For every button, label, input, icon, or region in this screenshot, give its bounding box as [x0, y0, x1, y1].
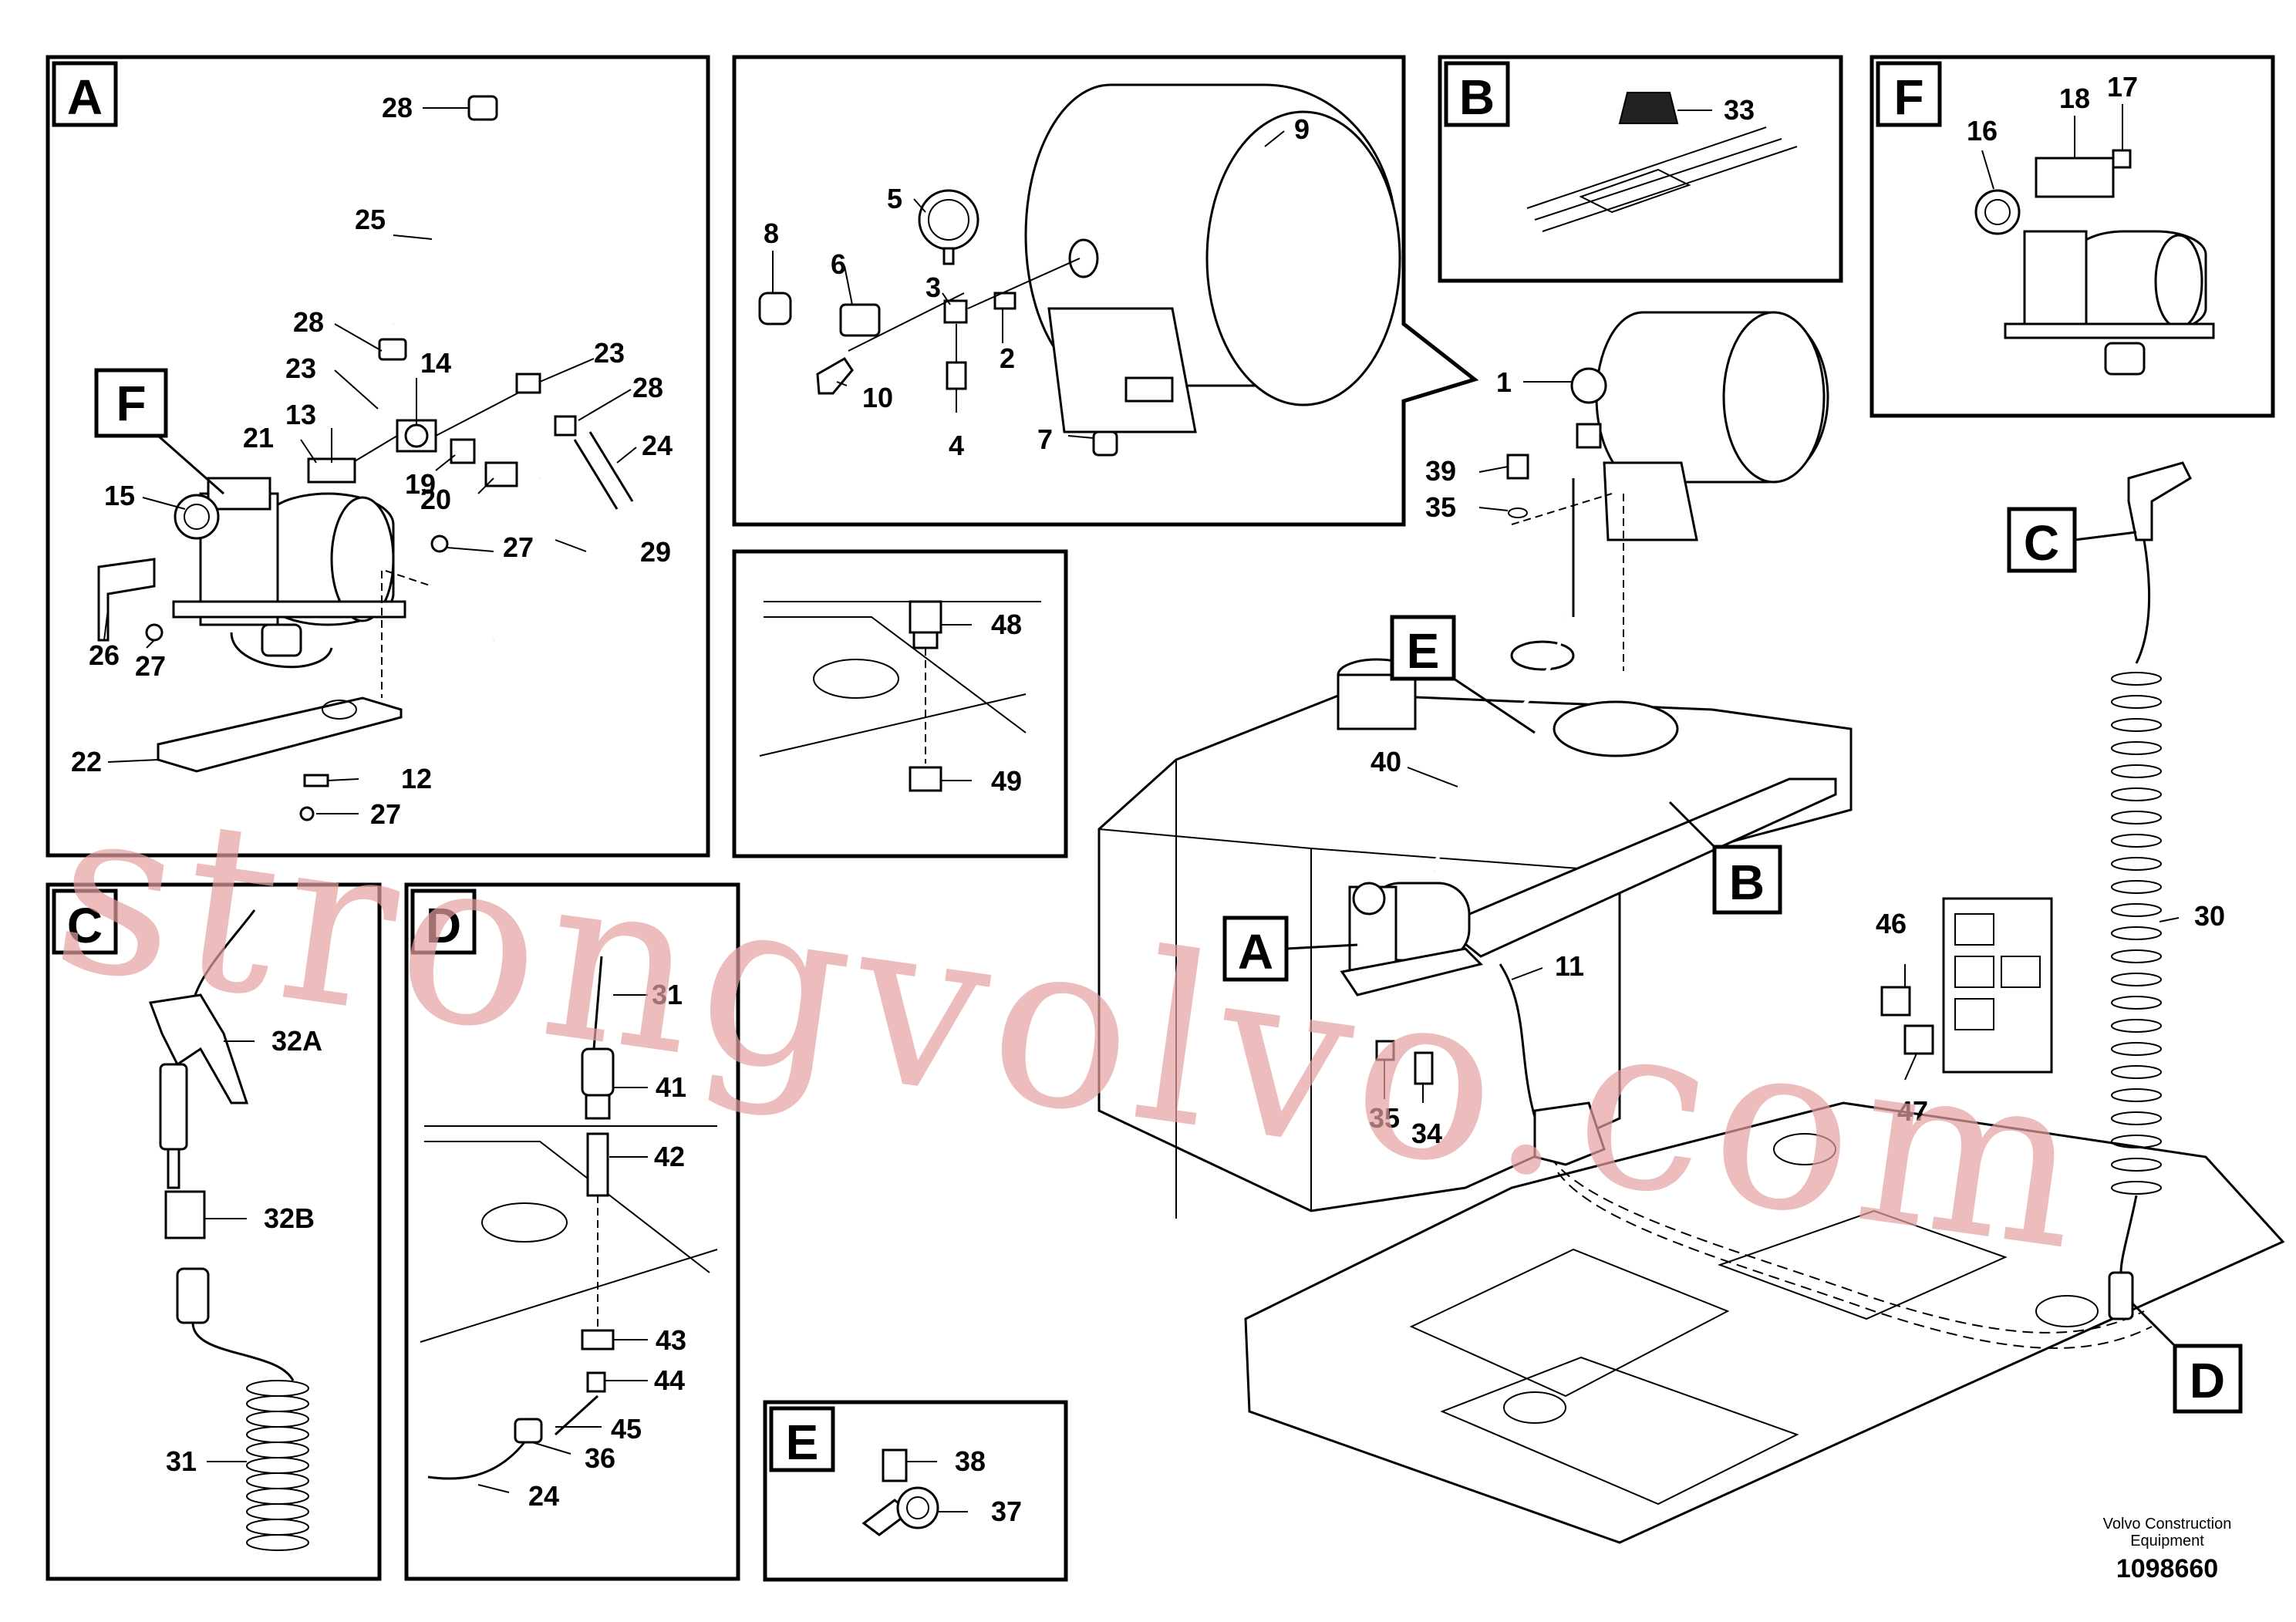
callout-47: 47: [1897, 1095, 1928, 1127]
callout-37: 37: [991, 1496, 1022, 1527]
callout-31: 31: [166, 1445, 197, 1477]
callout-26: 26: [89, 639, 120, 671]
callout-45: 45: [611, 1413, 642, 1445]
callout-25: 25: [355, 204, 386, 235]
callout-33: 33: [1724, 94, 1755, 126]
callout-28b: 28: [293, 306, 324, 338]
callout-8: 8: [764, 218, 779, 249]
callout-28c: 28: [632, 372, 663, 403]
callout-44: 44: [654, 1364, 685, 1396]
compressor: [172, 477, 406, 669]
callout-20: 20: [420, 484, 451, 515]
main-b-tag: B: [1729, 855, 1765, 910]
callout-24: 24: [642, 430, 673, 461]
panel-b-tag: B: [1459, 69, 1495, 125]
callout-27: 27: [503, 531, 534, 563]
panel-tank: 9 5 8 6 3 2 10 4 7: [732, 55, 1479, 527]
panel-f-tag: F: [1893, 69, 1923, 125]
callout-27c: 27: [370, 798, 401, 830]
callout-35b: 35: [1369, 1102, 1400, 1134]
callout-27b: 27: [135, 650, 166, 682]
callout-28: 28: [382, 92, 413, 123]
callout-9: 9: [1294, 113, 1310, 145]
callout-36: 36: [585, 1442, 615, 1474]
coil-30: [2111, 672, 2162, 1195]
panel-e-tag: E: [786, 1415, 819, 1470]
main-a-tag: A: [1238, 924, 1273, 980]
callout-40: 40: [1371, 746, 1401, 777]
panel-a-tag: A: [67, 69, 103, 125]
panel-c: C 32A 32B 31: [46, 882, 382, 1581]
main-c-tag: C: [2024, 515, 2059, 571]
callout-14: 14: [420, 347, 451, 379]
callout-24d: 24: [528, 1480, 559, 1512]
callout-13: 13: [285, 399, 316, 430]
callout-17: 17: [2107, 71, 2138, 103]
panel-a-f-ref: F: [116, 376, 146, 431]
panel-d: D 31 41 42 43 44 45 36 24: [404, 882, 740, 1581]
callout-38: 38: [955, 1445, 986, 1477]
company-line-2: Equipment: [2130, 1533, 2204, 1549]
panel-a: A: [46, 55, 710, 858]
callout-19: 19: [405, 468, 436, 500]
callout-16: 16: [1967, 115, 1998, 147]
main-d-tag: D: [2190, 1353, 2225, 1408]
callout-5: 5: [887, 183, 902, 214]
callout-12: 12: [401, 763, 432, 794]
callout-7: 7: [1037, 423, 1053, 455]
callout-49: 49: [991, 765, 1022, 797]
drawing-number: 1098660: [2116, 1554, 2218, 1583]
callout-3: 3: [925, 271, 941, 303]
panel-b: B 33: [1438, 55, 1843, 283]
coil-31: [246, 1380, 309, 1551]
panel-d-tag: D: [426, 898, 461, 953]
panel-f: F 16 18 17: [1870, 55, 2275, 418]
callout-6: 6: [831, 248, 846, 280]
callout-41: 41: [656, 1071, 686, 1103]
callout-4: 4: [949, 430, 964, 461]
callout-39: 39: [1425, 455, 1456, 487]
footer: Volvo Construction Equipment 1098660: [2103, 1516, 2232, 1583]
callout-2: 2: [1000, 342, 1015, 374]
callout-32b: 32B: [264, 1202, 315, 1234]
callout-22: 22: [71, 746, 102, 777]
callout-23b: 23: [594, 337, 625, 369]
company-line-1: Volvo Construction: [2103, 1516, 2232, 1533]
callout-34: 34: [1411, 1118, 1442, 1149]
callout-30: 30: [2194, 900, 2225, 932]
panel-drain: 48 49: [732, 549, 1068, 858]
callout-48: 48: [991, 609, 1022, 640]
main-e-tag: E: [1407, 623, 1440, 679]
callout-21: 21: [243, 422, 274, 454]
callout-23: 23: [285, 352, 316, 384]
callout-32a: 32A: [271, 1025, 322, 1057]
main-assembly: E B A C D 1 39 35 40 11 30 46 47 35 34: [1097, 311, 2285, 1544]
callout-46: 46: [1876, 908, 1907, 939]
callout-43: 43: [656, 1324, 686, 1356]
callout-18: 18: [2059, 83, 2090, 114]
panel-c-tag: C: [67, 898, 103, 953]
callout-10: 10: [862, 382, 893, 413]
callout-11: 11: [1555, 950, 1584, 982]
callout-31d: 31: [652, 979, 683, 1010]
callout-29: 29: [640, 536, 671, 568]
panel-e: E 38 37: [763, 1400, 1068, 1582]
callout-42: 42: [654, 1141, 685, 1172]
callout-35: 35: [1425, 491, 1456, 523]
callout-15: 15: [104, 480, 135, 511]
callout-1: 1: [1496, 366, 1512, 398]
